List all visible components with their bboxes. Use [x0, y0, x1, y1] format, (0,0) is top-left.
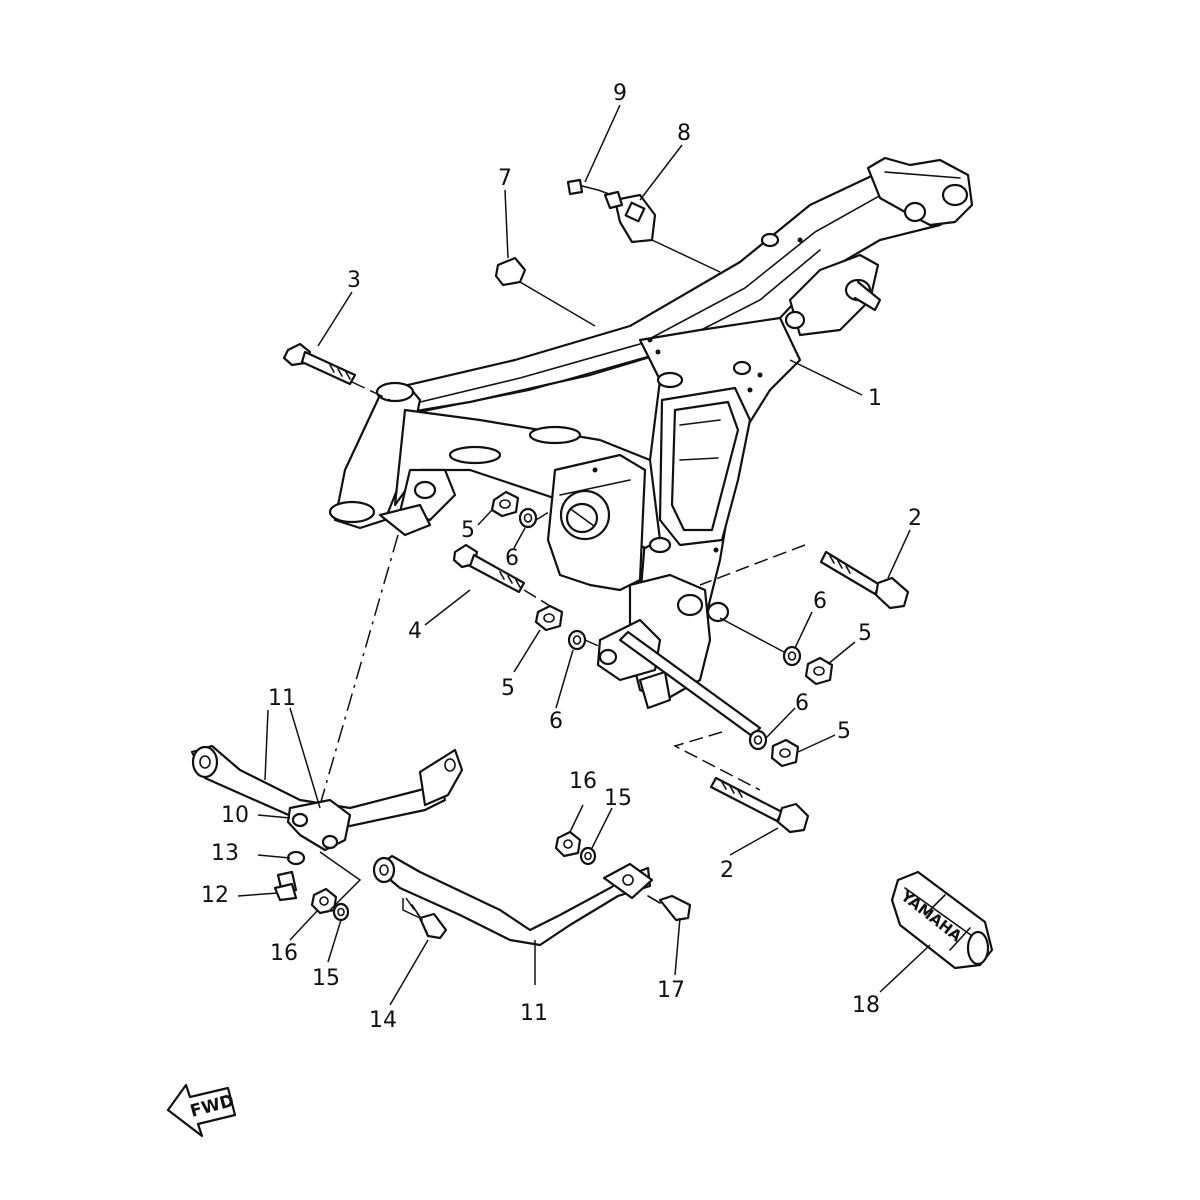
- bolt-2-upper: [699, 544, 910, 610]
- callout-6d: 6: [795, 691, 809, 716]
- bolt-14: [405, 897, 448, 940]
- washer-15-right: [579, 846, 597, 866]
- callout-8: 8: [677, 121, 691, 146]
- connector-line: [319, 851, 362, 911]
- callout-18: 18: [852, 993, 880, 1018]
- connector-line: [402, 898, 421, 919]
- nut-16-right: [554, 830, 582, 858]
- bolt-12: [273, 870, 298, 902]
- tool-bag-18: YAMAHA: [890, 870, 994, 970]
- nut-5-right-upper: [804, 656, 834, 686]
- callout-16a: 16: [270, 941, 298, 966]
- callout-5b: 5: [858, 621, 872, 646]
- stay-11-lower: [372, 854, 654, 947]
- bolt-17: [647, 894, 692, 922]
- callout-3: 3: [347, 268, 361, 293]
- screw-9: [566, 178, 613, 196]
- nut-5-lower-left: [534, 604, 564, 632]
- through-rod: [618, 630, 762, 738]
- bolt-3: [282, 342, 391, 401]
- callout-5c: 5: [501, 676, 515, 701]
- callout-16b: 16: [569, 769, 597, 794]
- callout-11a: 11: [268, 686, 296, 711]
- bracket-8: [603, 190, 721, 273]
- nut-5-upper: [490, 490, 520, 518]
- callout-11b: 11: [520, 1001, 548, 1026]
- callout-15a: 15: [312, 966, 340, 991]
- callout-1: 1: [868, 386, 882, 411]
- fwd-arrow: FWD: [166, 1083, 236, 1138]
- callout-9: 9: [613, 81, 627, 106]
- callout-numbers: 9 8 7 3 1 2 5 6 4 6 5 5 6 6 5 11 10 13 1…: [201, 81, 922, 1033]
- callout-15b: 15: [604, 786, 632, 811]
- leader-lines: [237, 104, 931, 1006]
- callout-7: 7: [498, 166, 512, 191]
- washer-6-lower-left: [567, 629, 604, 651]
- callout-5a: 5: [461, 518, 475, 543]
- stay-11-upper: [190, 744, 464, 828]
- callout-2a: 2: [908, 506, 922, 531]
- alignment-line: [317, 534, 399, 813]
- callout-6a: 6: [505, 546, 519, 571]
- callout-12: 12: [201, 883, 229, 908]
- nut-16-left: [310, 887, 338, 915]
- cap-7: [494, 256, 596, 327]
- washer-6-right-upper: [719, 617, 802, 667]
- bolt-2-lower: [673, 731, 810, 834]
- nut-5-right-lower: [770, 738, 800, 768]
- callout-2b: 2: [720, 858, 734, 883]
- callout-13: 13: [211, 841, 239, 866]
- callout-6c: 6: [549, 709, 563, 734]
- callout-5d: 5: [837, 719, 851, 744]
- bracket-10: [286, 798, 352, 852]
- callout-17: 17: [657, 978, 685, 1003]
- callout-10: 10: [221, 803, 249, 828]
- callout-14: 14: [369, 1008, 397, 1033]
- callout-4: 4: [408, 619, 422, 644]
- washer-15-left: [332, 902, 350, 922]
- bolt-4: [452, 543, 561, 613]
- washer-6-upper: [518, 507, 553, 529]
- main-frame: [328, 156, 974, 710]
- nut-13: [286, 850, 306, 866]
- washer-6-right-lower: [748, 729, 768, 751]
- callout-6b: 6: [813, 589, 827, 614]
